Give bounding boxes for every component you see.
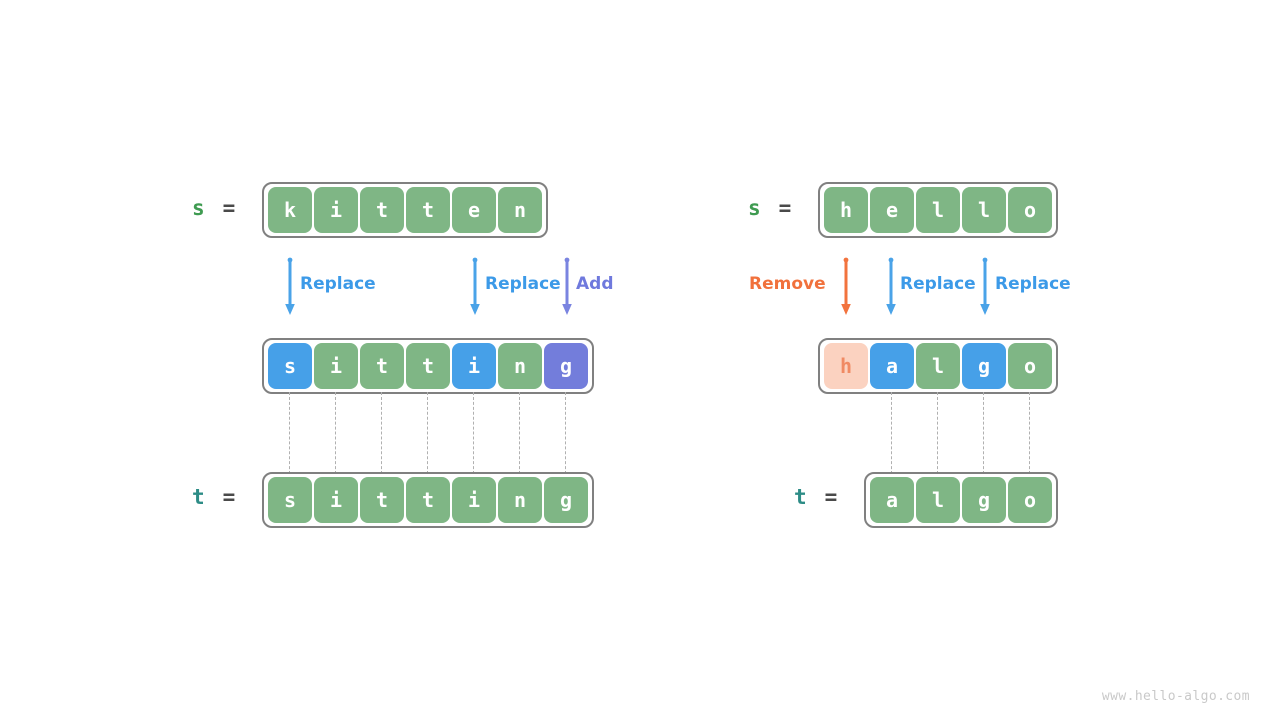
connector-line [565, 392, 566, 474]
connector-line [1029, 392, 1030, 474]
replace-arrow-down-icon [284, 257, 296, 316]
left-source-var-name: s [192, 196, 205, 220]
connector-line [983, 392, 984, 474]
right-op-label-remove: Remove [749, 274, 826, 294]
array-cell: o [1008, 477, 1052, 523]
connector-line [381, 392, 382, 474]
array-cell: o [1008, 187, 1052, 233]
connector-line [937, 392, 938, 474]
replace-arrow-down-icon [885, 257, 897, 316]
array-cell: t [360, 477, 404, 523]
right-op-label-replace-1: Replace [900, 274, 976, 294]
connector-line [519, 392, 520, 474]
array-cell: t [360, 343, 404, 389]
connector-line [891, 392, 892, 474]
left-target-array: s i t t i n g [262, 472, 594, 528]
connector-line [289, 392, 290, 474]
array-cell: s [268, 343, 312, 389]
left-source-array: k i t t e n [262, 182, 548, 238]
right-op-label-replace-2: Replace [995, 274, 1071, 294]
array-cell: e [452, 187, 496, 233]
remove-arrow-down-icon [840, 257, 852, 316]
array-cell: l [916, 477, 960, 523]
array-cell: k [268, 187, 312, 233]
watermark: www.hello-algo.com [1101, 689, 1250, 704]
right-source-var-equals: = [778, 196, 792, 220]
array-cell: g [962, 477, 1006, 523]
array-cell: g [544, 477, 588, 523]
array-cell: n [498, 187, 542, 233]
array-cell: e [870, 187, 914, 233]
connector-line [335, 392, 336, 474]
right-source-var-label: s = [748, 196, 791, 220]
right-target-array: a l g o [864, 472, 1058, 528]
array-cell: i [452, 477, 496, 523]
left-op-label-replace-1: Replace [300, 274, 376, 294]
array-cell: l [916, 187, 960, 233]
add-arrow-down-icon [561, 257, 573, 316]
array-cell: n [498, 477, 542, 523]
left-target-var-label: t = [192, 485, 235, 509]
array-cell: i [314, 477, 358, 523]
left-op-label-replace-2: Replace [485, 274, 561, 294]
array-cell: h [824, 187, 868, 233]
array-cell: i [452, 343, 496, 389]
array-cell: t [360, 187, 404, 233]
right-target-var-label: t = [794, 485, 837, 509]
left-source-var-label: s = [192, 196, 235, 220]
connector-line [427, 392, 428, 474]
array-cell: g [962, 343, 1006, 389]
array-cell: a [870, 343, 914, 389]
left-op-label-add: Add [576, 274, 614, 294]
array-cell: l [962, 187, 1006, 233]
array-cell: t [406, 343, 450, 389]
array-cell: t [406, 477, 450, 523]
left-result-array: s i t t i n g [262, 338, 594, 394]
right-result-array: h a l g o [818, 338, 1058, 394]
connector-line [473, 392, 474, 474]
array-cell: t [406, 187, 450, 233]
array-cell: i [314, 187, 358, 233]
array-cell: g [544, 343, 588, 389]
array-cell: i [314, 343, 358, 389]
array-cell: s [268, 477, 312, 523]
array-cell: a [870, 477, 914, 523]
right-source-var-name: s [748, 196, 761, 220]
right-target-var-name: t [794, 485, 807, 509]
array-cell: n [498, 343, 542, 389]
right-source-array: h e l l o [818, 182, 1058, 238]
left-target-var-equals: = [222, 485, 236, 509]
left-source-var-equals: = [222, 196, 236, 220]
replace-arrow-down-icon [979, 257, 991, 316]
replace-arrow-down-icon [469, 257, 481, 316]
left-target-var-name: t [192, 485, 205, 509]
array-cell: o [1008, 343, 1052, 389]
array-cell: l [916, 343, 960, 389]
right-target-var-equals: = [824, 485, 838, 509]
array-cell: h [824, 343, 868, 389]
